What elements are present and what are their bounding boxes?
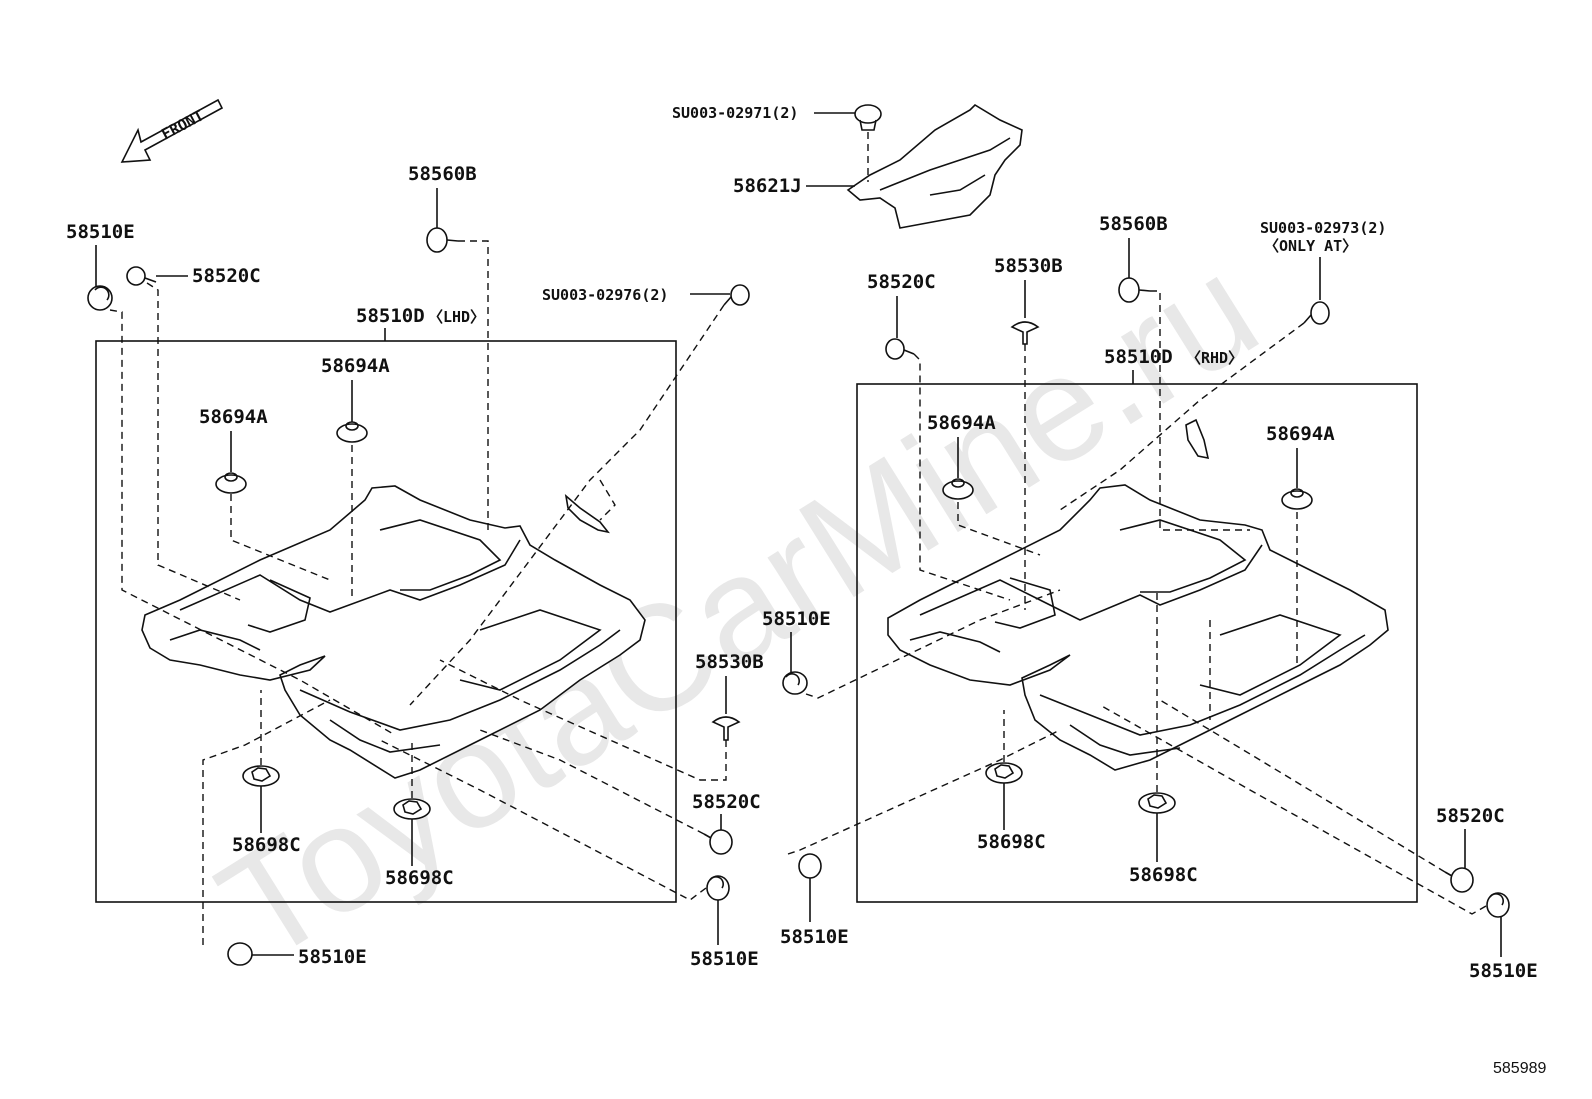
lhd-label-58694a-2: 58694A (199, 406, 268, 428)
lhd-pad-58694a-1 (336, 421, 368, 443)
lhd-label-58510e-top: 58510E (66, 221, 135, 243)
bolt-su003-02971 (854, 104, 882, 131)
rhd-label-58510e-left-mid: 58510E (762, 608, 831, 630)
lhd-pad-58694a-2 (215, 472, 247, 494)
lhd-clip-58560b (426, 227, 459, 253)
lhd-clip-58510e-bottom-left (227, 942, 253, 966)
rhd-label-58694a-2: 58694A (1266, 423, 1335, 445)
rhd-label-su003-02973: SU003-02973(2) (1260, 219, 1386, 237)
lhd-clip-58510e-top (87, 285, 113, 311)
rhd-pad-58694a-1 (942, 478, 974, 500)
rhd-plug-58698c-1 (985, 762, 1023, 784)
lhd-label-su003-02976: SU003-02976(2) (542, 286, 668, 304)
rhd-label-su003-02973-note: 〈ONLY AT〉 (1264, 237, 1357, 255)
rhd-assembly-number: 58510D (1104, 346, 1173, 368)
lhd-label-58698c-2: 58698C (385, 867, 454, 889)
lhd-bracket (564, 493, 610, 534)
rhd-label-58520c-top: 58520C (867, 271, 936, 293)
rhd-clip-58510e-far-right (1486, 892, 1510, 918)
lhd-clip-58510e-bottom-right (706, 875, 730, 901)
rhd-label-58698c-1: 58698C (977, 831, 1046, 853)
lhd-clip-58520c-right (703, 829, 733, 855)
rhd-label-58560b: 58560B (1099, 213, 1168, 235)
bracket-58621j (846, 103, 1023, 229)
rhd-clip-58520c-right (1444, 867, 1474, 893)
front-label: FRONT (158, 106, 206, 143)
rhd-label-58510e-bottom: 58510E (780, 926, 849, 948)
lhd-bolt-su003-02976 (723, 284, 750, 306)
lhd-plug-58698c-2 (393, 798, 431, 820)
lhd-label-58698c-1: 58698C (232, 834, 301, 856)
rhd-bracket (1185, 418, 1210, 460)
lhd-label-58530b: 58530B (695, 651, 764, 673)
lhd-assembly-number: 58510D (356, 305, 425, 327)
rhd-label-58510e-far-right: 58510E (1469, 960, 1538, 982)
rhd-clip-58510e-left-mid (782, 671, 808, 695)
front-arrow-icon (120, 98, 224, 163)
rhd-assembly-note: 〈RHD〉 (1186, 349, 1243, 367)
label-su003-02971: SU003-02971(2) (672, 104, 798, 122)
rhd-label-58530b: 58530B (994, 255, 1063, 277)
rhd-label-58694a-1: 58694A (927, 412, 996, 434)
lhd-assembly-note: 〈LHD〉 (428, 308, 485, 326)
rhd-clip-58520c-top (885, 338, 915, 360)
diagram-id: 585989 (1493, 1060, 1546, 1077)
rhd-under-cover-panel (887, 484, 1389, 771)
lhd-plug-58698c-1 (242, 765, 280, 787)
rhd-pad-58694a-2 (1281, 488, 1313, 510)
lhd-label-58520c-top: 58520C (192, 265, 261, 287)
rhd-assembly-frame (856, 383, 1418, 903)
rhd-leader-lines (787, 290, 1487, 915)
lhd-label-58560b: 58560B (408, 163, 477, 185)
rhd-bolt-su003-02973 (1303, 301, 1330, 325)
lhd-clip-58520c-top (126, 266, 157, 286)
rhd-label-58698c-2: 58698C (1129, 864, 1198, 886)
lhd-label-58510e-bottom-left: 58510E (298, 946, 367, 968)
lhd-label-58520c-right: 58520C (692, 791, 761, 813)
lhd-label-58694a-1: 58694A (321, 355, 390, 377)
lhd-clip-58530b (711, 716, 741, 741)
rhd-clip-58510e-bottom (798, 853, 822, 879)
rhd-label-58520c-right: 58520C (1436, 805, 1505, 827)
lhd-leader-lines (109, 240, 727, 945)
lhd-under-cover-panel (141, 485, 646, 779)
rhd-plug-58698c-2 (1138, 792, 1176, 814)
lhd-label-58510e-bottom-right: 58510E (690, 948, 759, 970)
lhd-assembly-frame (95, 340, 677, 903)
label-58621j: 58621J (733, 175, 802, 197)
